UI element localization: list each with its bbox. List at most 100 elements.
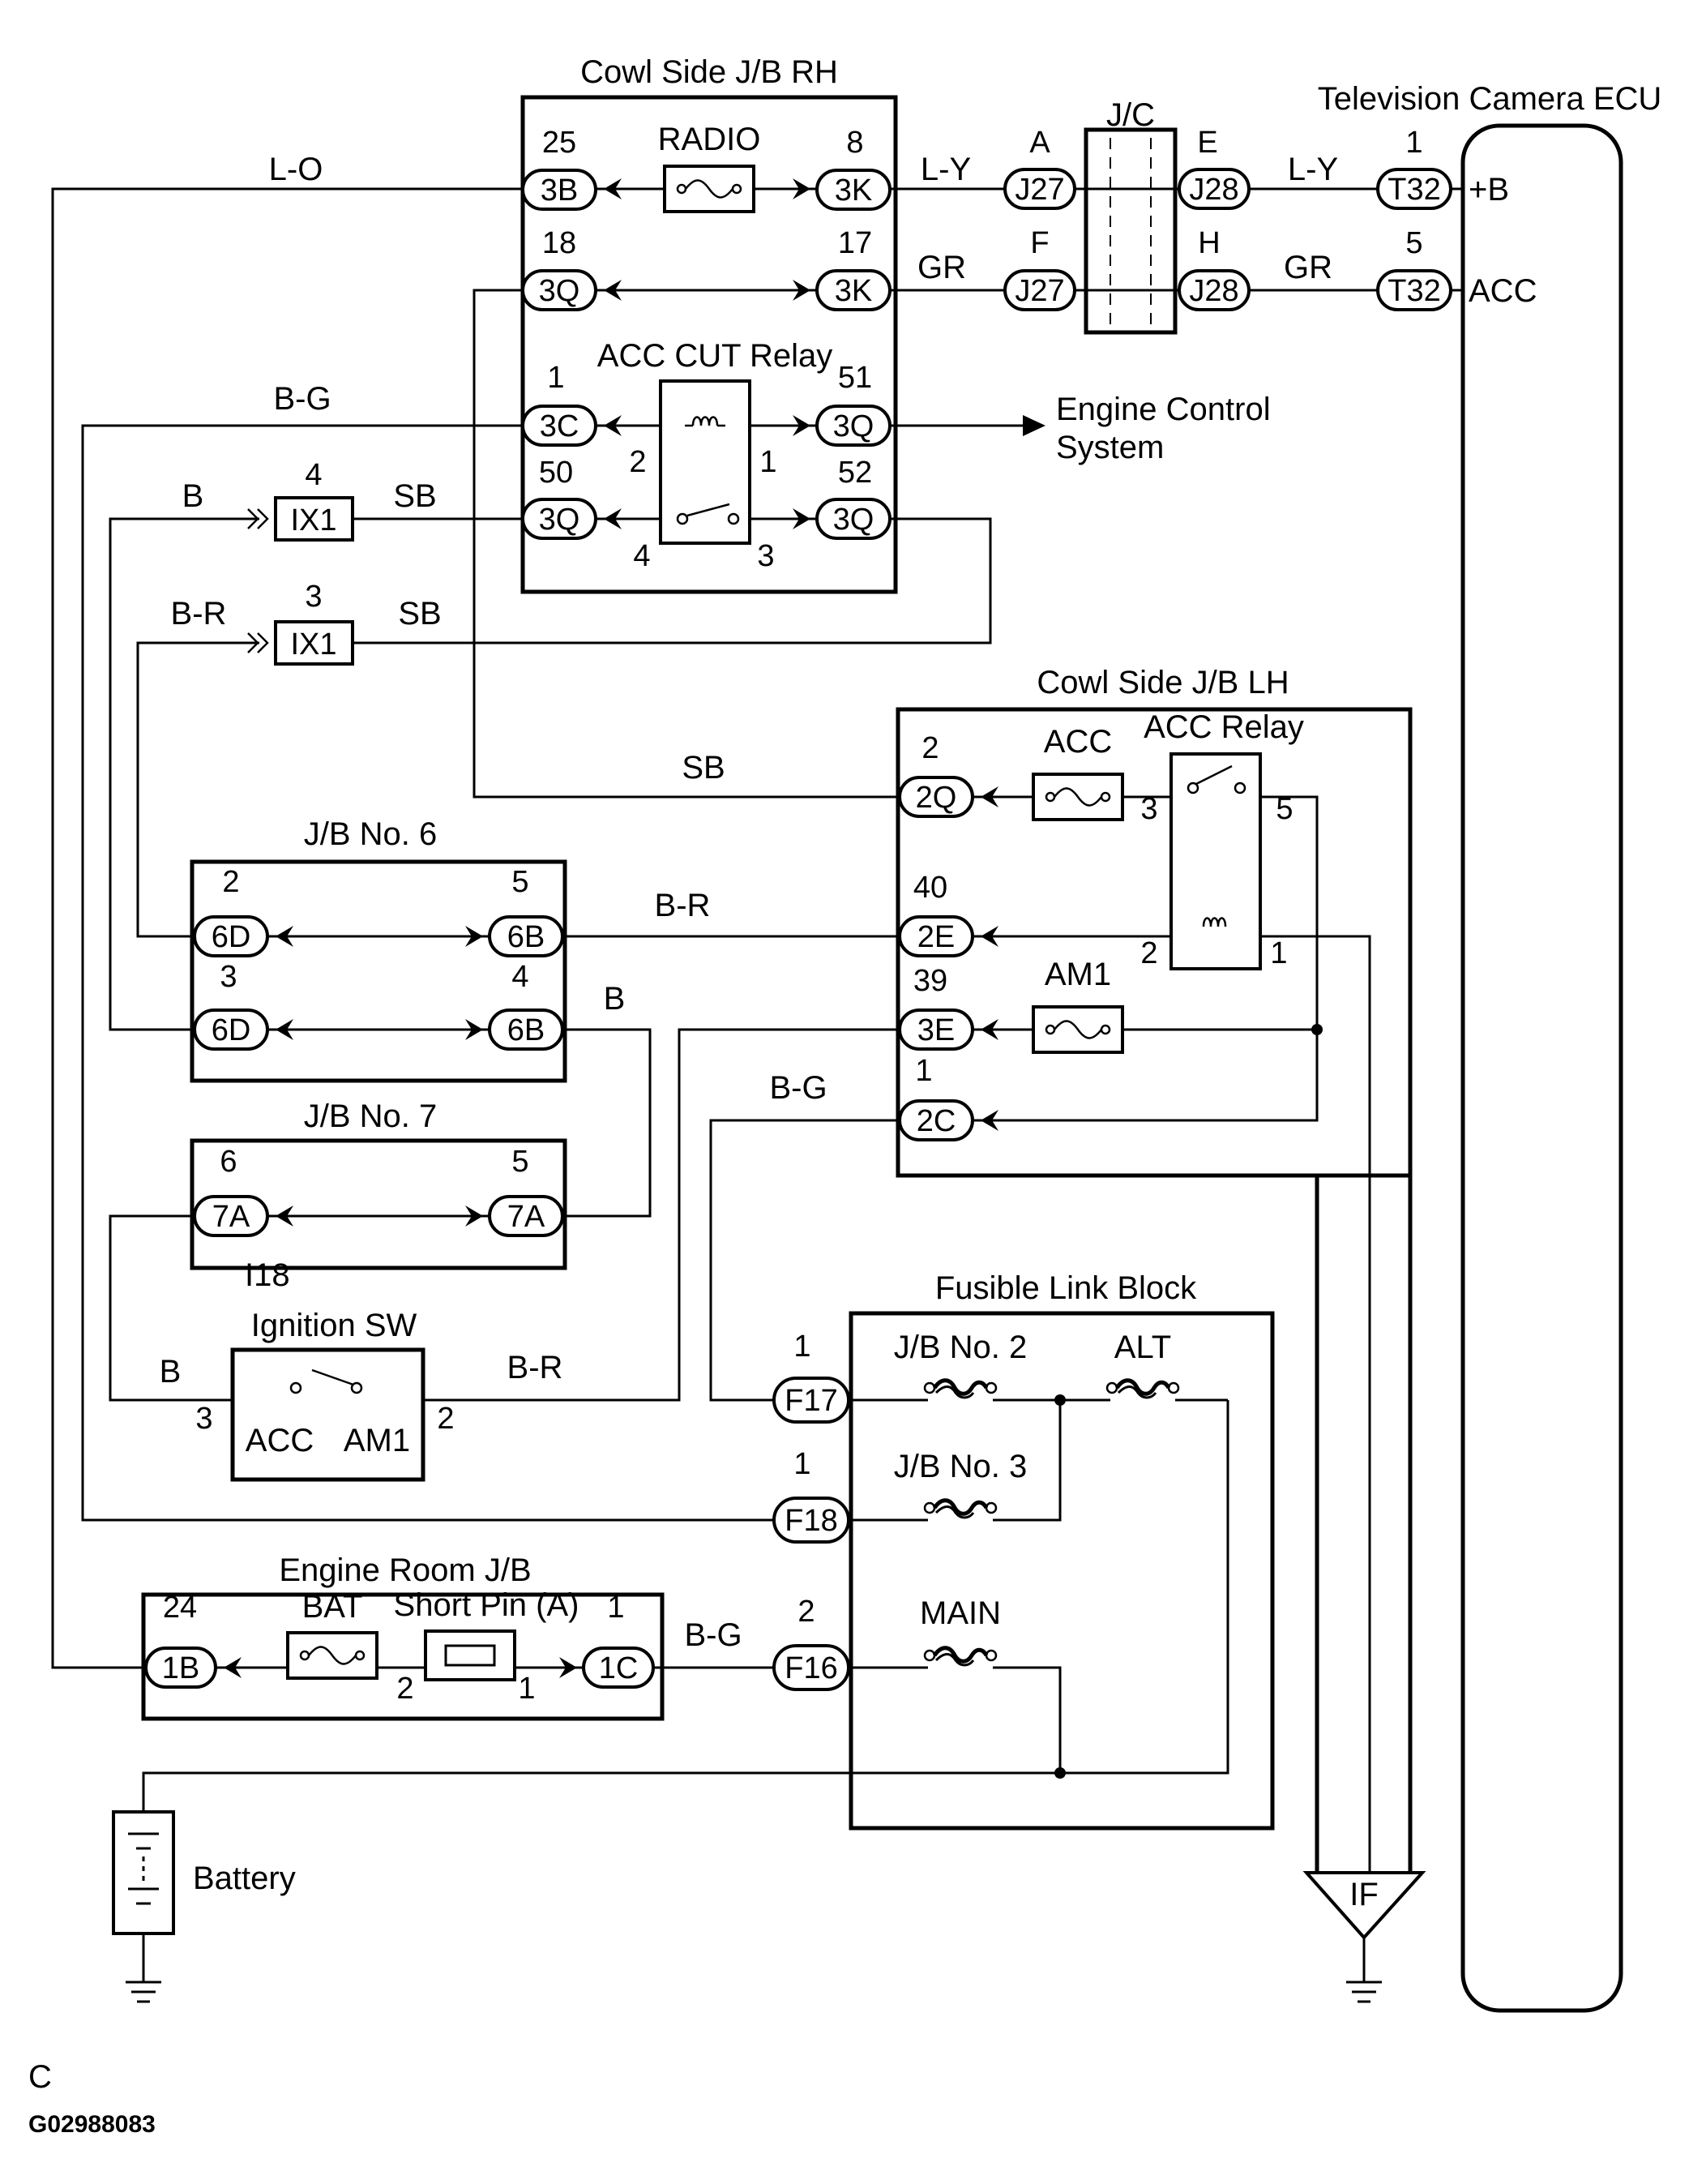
svg-text:3B: 3B xyxy=(541,173,578,208)
connector-t32-1: T32 xyxy=(1376,168,1452,210)
acc-fuse: ACC xyxy=(1032,724,1124,821)
cowl-rh-title: Cowl Side J/B RH xyxy=(580,54,838,90)
jb6-box xyxy=(190,859,567,1083)
connector-3k-8: 3K xyxy=(793,169,892,211)
svg-text:Short Pin (A): Short Pin (A) xyxy=(394,1587,579,1623)
svg-text:AM1: AM1 xyxy=(344,1423,410,1458)
svg-text:4: 4 xyxy=(305,458,322,492)
svg-text:H: H xyxy=(1198,226,1220,260)
connector-7a-5: 7A xyxy=(465,1195,564,1237)
svg-text:1: 1 xyxy=(793,1330,810,1364)
svg-text:L-O: L-O xyxy=(269,152,323,187)
svg-text:6B: 6B xyxy=(507,1013,545,1047)
tv-ecu-title: Television Camera ECU xyxy=(1318,81,1662,117)
svg-text:52: 52 xyxy=(838,456,872,490)
connector-6b-5: 6B xyxy=(465,915,564,957)
jb7-box xyxy=(190,1138,567,1270)
svg-text:5: 5 xyxy=(1276,792,1293,826)
svg-text:3Q: 3Q xyxy=(539,274,580,308)
svg-text:B: B xyxy=(182,478,204,514)
svg-text:ACC: ACC xyxy=(1044,724,1112,760)
svg-text:F16: F16 xyxy=(785,1651,837,1685)
svg-text:4: 4 xyxy=(633,539,650,573)
svg-text:Battery: Battery xyxy=(193,1861,296,1896)
svg-text:1C: 1C xyxy=(599,1651,639,1685)
svg-text:B-G: B-G xyxy=(684,1617,742,1653)
tv-ecu-box xyxy=(1460,123,1623,2013)
bat-fuse: BAT xyxy=(286,1589,378,1680)
engine-control-label: Engine Control xyxy=(1056,392,1271,427)
connector-1b: 1B xyxy=(144,1647,242,1689)
svg-text:ACC CUT Relay: ACC CUT Relay xyxy=(597,338,832,374)
connector-6d-2: 6D xyxy=(193,915,293,957)
engine-room-title: Engine Room J/B xyxy=(279,1552,531,1588)
svg-text:L-Y: L-Y xyxy=(1288,152,1338,187)
svg-text:T32: T32 xyxy=(1388,173,1440,207)
battery: Battery xyxy=(112,1810,296,1935)
connector-3k-17: 3K xyxy=(793,269,892,311)
svg-text:2: 2 xyxy=(1140,936,1157,970)
svg-text:1: 1 xyxy=(518,1672,535,1706)
svg-text:SB: SB xyxy=(393,478,436,514)
svg-text:B-R: B-R xyxy=(171,596,227,632)
connector-3q-50: 3Q xyxy=(521,498,622,540)
svg-text:SB: SB xyxy=(682,750,725,786)
connector-2e: 2E xyxy=(898,915,998,957)
footer-code: G02988083 xyxy=(28,2111,156,2138)
svg-text:IX1: IX1 xyxy=(290,503,336,537)
svg-text:51: 51 xyxy=(838,361,872,395)
engine-control-label-2: System xyxy=(1056,430,1164,465)
svg-text:ALT: ALT xyxy=(1114,1330,1171,1365)
svg-text:40: 40 xyxy=(913,871,947,905)
battery-ground-icon xyxy=(126,1933,161,2003)
svg-text:F17: F17 xyxy=(785,1384,837,1418)
svg-text:3K: 3K xyxy=(835,173,872,208)
svg-text:3E: 3E xyxy=(917,1013,955,1047)
connector-3c: 3C xyxy=(521,405,622,447)
svg-text:3: 3 xyxy=(220,960,237,994)
svg-text:J27: J27 xyxy=(1015,274,1064,308)
connector-3q-51: 3Q xyxy=(793,405,892,447)
svg-text:2: 2 xyxy=(629,445,646,479)
svg-text:3C: 3C xyxy=(540,409,579,443)
svg-text:7A: 7A xyxy=(212,1200,250,1234)
svg-text:18: 18 xyxy=(542,226,576,260)
svg-text:B-G: B-G xyxy=(769,1070,827,1106)
svg-text:1: 1 xyxy=(547,361,564,395)
svg-text:1: 1 xyxy=(759,445,776,479)
acc-relay: ACC Relay xyxy=(1144,709,1304,970)
jc-title: J/C xyxy=(1106,97,1155,133)
svg-text:2E: 2E xyxy=(917,920,955,954)
fusible-link-box xyxy=(849,1311,1275,1831)
svg-text:2C: 2C xyxy=(917,1104,956,1138)
svg-text:17: 17 xyxy=(838,226,872,260)
svg-text:B: B xyxy=(160,1354,182,1390)
fusible-link-title: Fusible Link Block xyxy=(935,1270,1197,1306)
connector-1c: 1C xyxy=(559,1647,655,1689)
svg-text:5: 5 xyxy=(511,865,528,899)
svg-text:6B: 6B xyxy=(507,920,545,954)
svg-text:J27: J27 xyxy=(1015,173,1064,207)
svg-text:B-G: B-G xyxy=(273,381,331,417)
svg-text:1: 1 xyxy=(1405,126,1422,160)
connector-2c: 2C xyxy=(898,1099,998,1141)
jb6-title: J/B No. 6 xyxy=(304,816,438,852)
connector-f16: F16 xyxy=(772,1644,850,1691)
svg-text:3Q: 3Q xyxy=(833,503,874,537)
i18-label: I18 xyxy=(245,1257,290,1293)
svg-text:3K: 3K xyxy=(835,274,872,308)
svg-text:1: 1 xyxy=(793,1447,810,1481)
jb7-title: J/B No. 7 xyxy=(304,1098,438,1134)
engine-room-box xyxy=(141,1592,665,1721)
connector-3b: 3B xyxy=(521,169,622,211)
svg-text:ACC: ACC xyxy=(246,1423,314,1458)
ecu-plus-b: +B xyxy=(1469,172,1509,208)
svg-text:B-R: B-R xyxy=(655,888,711,923)
svg-text:8: 8 xyxy=(846,126,863,160)
connector-j28-e: J28 xyxy=(1178,168,1251,210)
wire-labels: L-O L-Y L-Y GR GR B-G B SB B-R SB SB B-R… xyxy=(160,152,1338,1653)
svg-text:3Q: 3Q xyxy=(833,409,874,443)
svg-text:3: 3 xyxy=(305,580,322,614)
ignition-sw-box xyxy=(230,1347,425,1482)
svg-text:4: 4 xyxy=(511,960,528,994)
